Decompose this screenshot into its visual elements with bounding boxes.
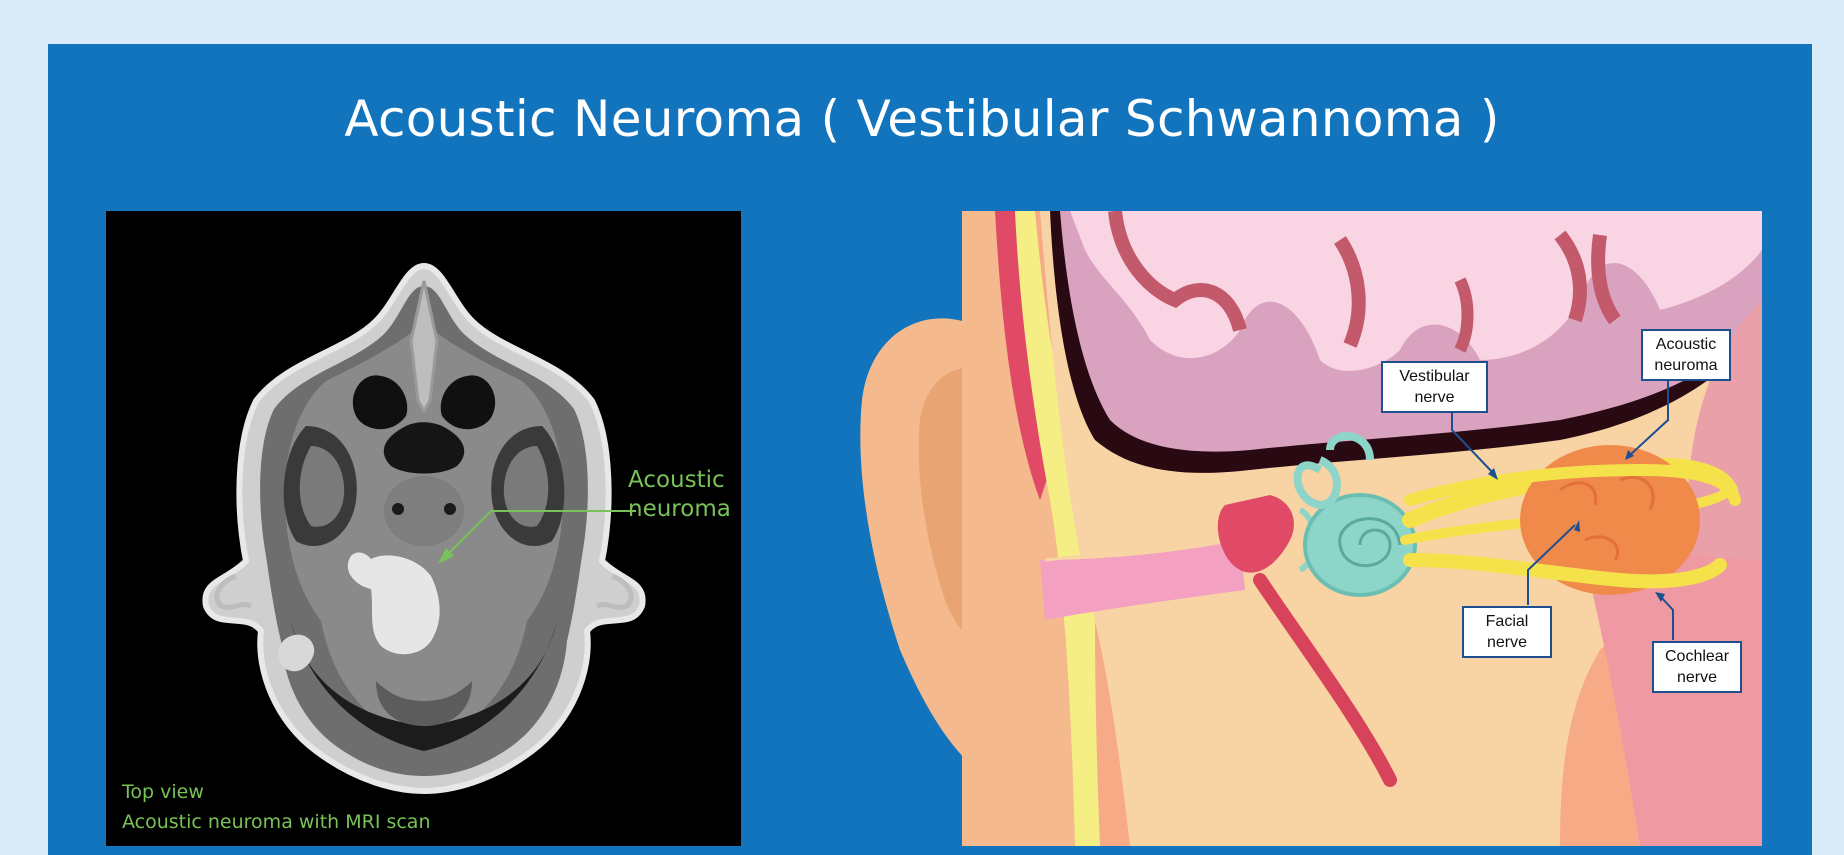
vestibular-nerve-label: Vestibular nerve — [1381, 361, 1488, 413]
cochlear-nerve-label: Cochlear nerve — [1652, 641, 1742, 693]
acoustic-neuroma-label: Acoustic neuroma — [1641, 329, 1731, 381]
facial-nerve-label: Facial nerve — [1462, 606, 1552, 658]
